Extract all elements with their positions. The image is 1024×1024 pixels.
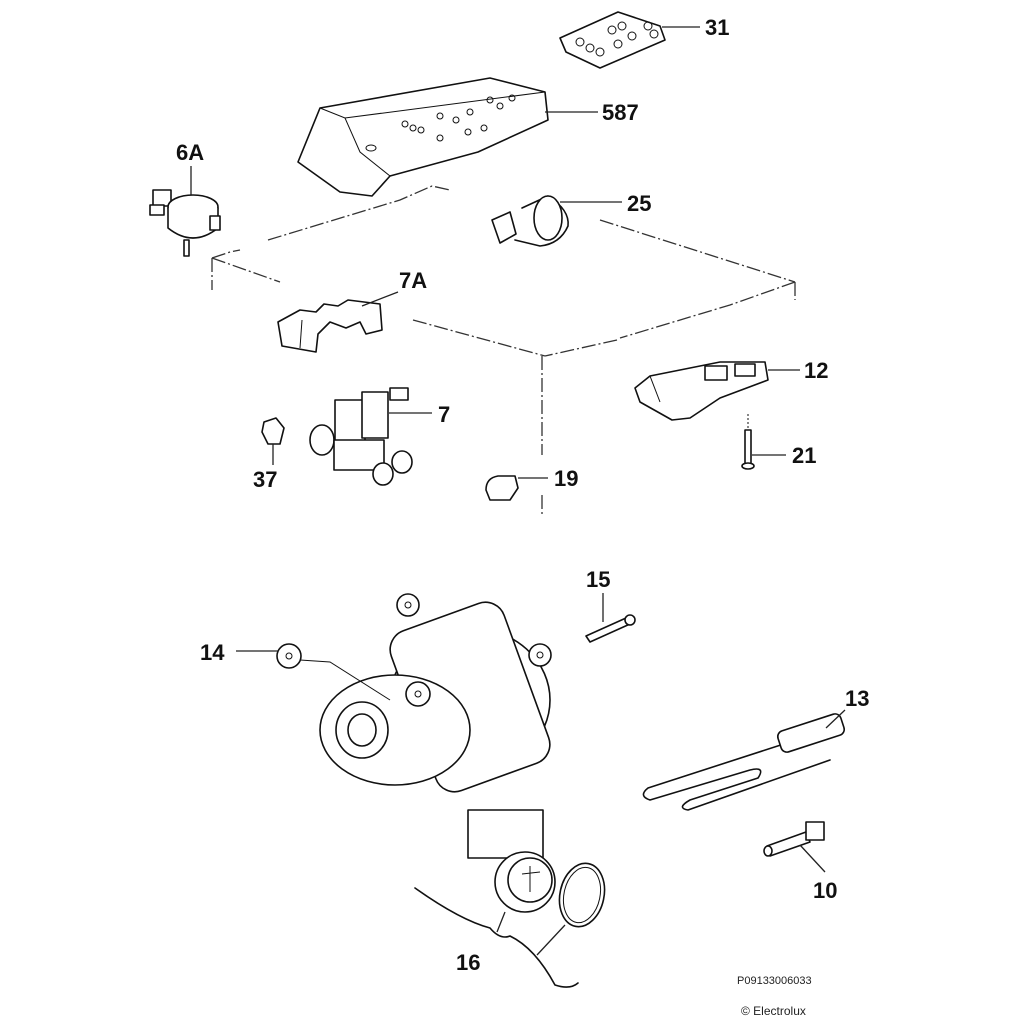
part-16-drain-pump[interactable] [414, 809, 610, 988]
callout-31: 31 [705, 15, 729, 40]
part-25-capacitor[interactable] [491, 195, 622, 247]
callout-12: 12 [804, 358, 828, 383]
callout-6a: 6A [176, 140, 204, 165]
part-19-clip[interactable] [485, 475, 548, 501]
callout-14: 14 [200, 640, 225, 665]
callout-25: 25 [627, 191, 651, 216]
part-14-motor[interactable] [236, 593, 555, 797]
callout-7: 7 [438, 402, 450, 427]
callout-19: 19 [554, 466, 578, 491]
callout-13: 13 [845, 686, 869, 711]
part-31-keyboard[interactable] [559, 11, 700, 69]
copyright: © Electrolux [741, 1004, 806, 1018]
assembly-outline [211, 185, 796, 515]
part-12-door-lock[interactable] [634, 361, 800, 421]
part-587-control-board[interactable] [297, 77, 598, 197]
drawing-code: P09133006033 [737, 975, 812, 987]
part-13-heating-element[interactable] [642, 709, 846, 811]
part-7a-bracket[interactable] [277, 291, 399, 353]
callout-21: 21 [792, 443, 816, 468]
callout-16: 16 [456, 950, 480, 975]
callout-10: 10 [813, 878, 837, 903]
part-15-screw[interactable] [585, 593, 636, 643]
callout-37: 37 [253, 467, 277, 492]
callout-587: 587 [602, 100, 639, 125]
callout-7a: 7A [399, 268, 427, 293]
part-21-screw[interactable] [741, 414, 786, 470]
part-10-ntc-sensor[interactable] [763, 821, 826, 873]
part-37-filter[interactable] [261, 417, 285, 465]
part-7-inlet-valve[interactable] [309, 387, 432, 486]
callout-15: 15 [586, 567, 610, 592]
part-6a-pressure-switch[interactable] [149, 166, 221, 257]
